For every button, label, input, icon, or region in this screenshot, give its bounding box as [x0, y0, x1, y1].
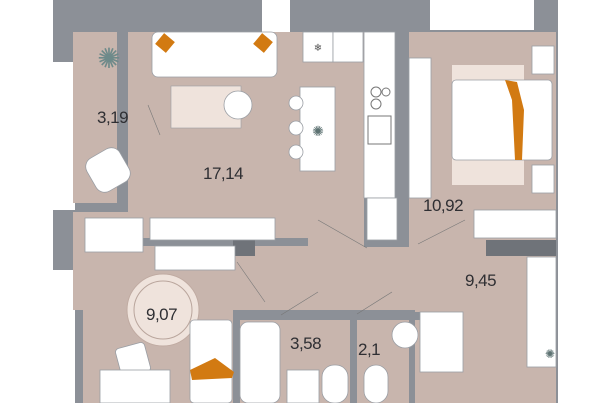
area-label-living-kitchen: 17,14 — [203, 164, 244, 183]
snowflake-icon: ❄ — [314, 43, 322, 54]
area-label-bedroom: 10,92 — [423, 196, 464, 215]
wall — [128, 238, 308, 246]
toilet — [321, 364, 349, 403]
door-swing — [236, 261, 266, 303]
shoe-cabinet — [84, 217, 144, 253]
dishwasher — [366, 197, 398, 241]
round-rug-inner — [133, 280, 193, 340]
nightstand — [531, 45, 555, 75]
plant-icon: ✺ — [312, 123, 324, 139]
wall — [117, 32, 128, 203]
stove-burner — [370, 98, 382, 110]
tv-console — [149, 217, 276, 241]
window-top-right — [430, 0, 534, 30]
kitchen-island — [299, 86, 336, 172]
stool — [288, 144, 304, 160]
window-top-left — [262, 0, 290, 32]
wall — [233, 312, 240, 403]
area-label-wc: 2,1 — [358, 340, 381, 359]
door-swing — [317, 219, 368, 249]
bed — [451, 79, 553, 161]
plant-icon: ✺ — [97, 43, 120, 74]
wardrobe — [408, 57, 432, 199]
door-swing — [147, 104, 161, 136]
armchair — [85, 147, 131, 193]
desk — [99, 369, 171, 403]
area-label-balcony: 3,19 — [97, 108, 129, 127]
round-table — [223, 90, 253, 120]
sofa — [151, 31, 278, 78]
wall — [233, 240, 255, 256]
nightstand — [531, 164, 555, 194]
plant-icon: ✺ — [545, 347, 555, 361]
wall — [326, 312, 357, 320]
area-label-bathroom: 3,58 — [290, 334, 322, 353]
window-left-top — [53, 62, 75, 210]
kitchen-counter — [363, 31, 396, 199]
wall — [233, 312, 281, 320]
stove-burner — [370, 86, 382, 98]
window-left-bottom — [53, 270, 75, 403]
desk-console — [154, 245, 236, 271]
bedroom-shelf — [473, 209, 557, 239]
kitchen-cabinet — [332, 31, 364, 63]
door-swing — [417, 219, 466, 245]
cushion — [155, 33, 175, 53]
bath-sink — [286, 369, 320, 403]
washing-machine — [419, 311, 464, 373]
wc-sink — [391, 321, 419, 349]
bathtub — [239, 321, 281, 403]
kitchen-sink — [367, 115, 392, 145]
door-swing — [356, 291, 393, 315]
area-label-hall: 9,45 — [465, 271, 497, 290]
area-label-bedroom-2: 9,07 — [146, 305, 178, 324]
bed-blanket — [190, 358, 234, 380]
stool — [288, 95, 304, 111]
wc-toilet — [363, 364, 389, 403]
bed-blanket — [505, 80, 524, 160]
stove-burner — [381, 87, 391, 97]
wall — [350, 312, 357, 403]
round-rug — [126, 273, 200, 347]
cushion — [253, 33, 273, 53]
stool — [288, 120, 304, 136]
fridge — [302, 31, 334, 63]
hall-wardrobe — [526, 256, 557, 368]
door-swing — [280, 291, 319, 316]
wall — [486, 240, 556, 256]
